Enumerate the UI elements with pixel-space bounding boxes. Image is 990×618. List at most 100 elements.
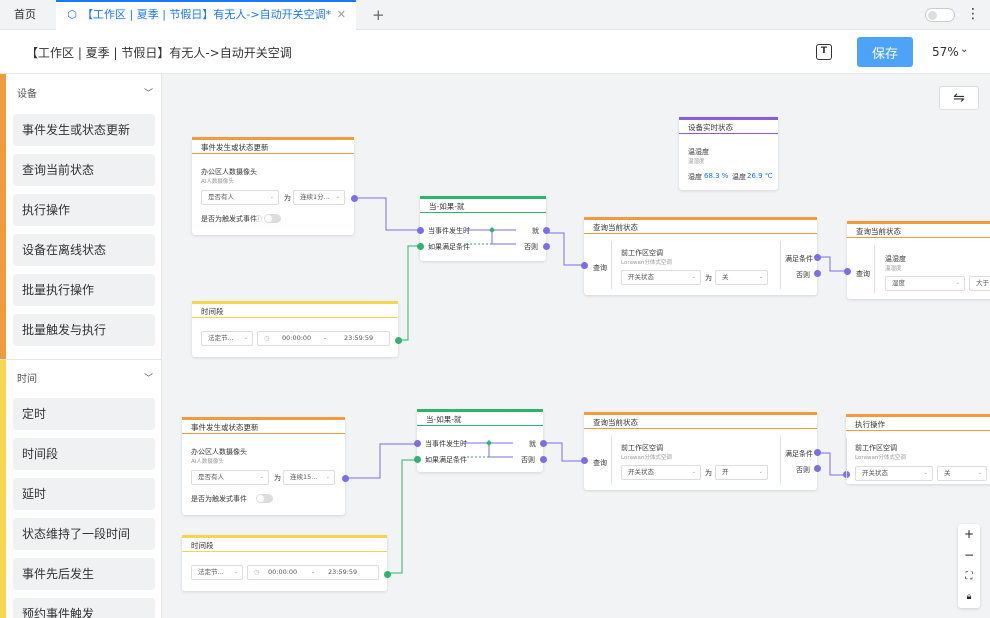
sidebar-item-execute[interactable]: 执行操作 bbox=[13, 194, 155, 226]
condition-select[interactable]: 是否有人⌄ bbox=[191, 470, 269, 485]
range-separator: - bbox=[312, 568, 315, 576]
condition-select[interactable]: 是否有人⌄ bbox=[201, 190, 279, 205]
output-port[interactable] bbox=[543, 227, 550, 234]
edge bbox=[387, 459, 417, 574]
chevron-down-icon[interactable]: ⌄ bbox=[960, 44, 969, 55]
state-select[interactable]: 开关状态⌄ bbox=[621, 465, 701, 480]
device-type: Lorawan分体式空调 bbox=[621, 260, 672, 266]
output-port[interactable] bbox=[342, 475, 349, 482]
chevron-down-icon: ⌄ bbox=[691, 469, 696, 475]
output-port[interactable] bbox=[814, 270, 821, 277]
input-port[interactable] bbox=[581, 262, 588, 269]
operator-label: 为 bbox=[705, 274, 712, 282]
event-node[interactable]: 事件发生或状态更新 办公区人数摄像头 AI人数摄像头 是否有人⌄ 为 连续15.… bbox=[182, 417, 349, 515]
start-time: 00:00:00 bbox=[268, 568, 298, 576]
time-range-input[interactable]: ◷ 00:00:00 - 23:59:59 bbox=[247, 565, 379, 580]
operator-select[interactable]: 大于 bbox=[969, 276, 990, 291]
input-port[interactable] bbox=[417, 243, 424, 250]
chevron-down-icon[interactable]: ﹀ bbox=[144, 374, 154, 384]
sidebar-item-batch-trigger[interactable]: 批量触发与执行 bbox=[13, 314, 155, 346]
tab-home[interactable]: 首页 bbox=[14, 8, 36, 21]
output-port[interactable] bbox=[351, 195, 358, 202]
time-range-input[interactable]: ◷ 00:00:00 - 23:59:59 bbox=[257, 331, 390, 346]
output-port[interactable] bbox=[814, 254, 821, 261]
close-icon[interactable]: ✕ bbox=[336, 8, 346, 21]
edge bbox=[398, 245, 420, 341]
add-tab-button[interactable]: + bbox=[372, 6, 385, 24]
text-format-icon[interactable]: T bbox=[816, 44, 832, 60]
sidebar-item-timerange[interactable]: 时间段 bbox=[13, 438, 155, 470]
lock-icon[interactable]: 🔒︎ bbox=[966, 592, 972, 602]
sidebar-item-timer[interactable]: 定时 bbox=[13, 398, 155, 430]
section-divider bbox=[0, 359, 161, 360]
zoom-out-button[interactable]: − bbox=[963, 548, 975, 562]
input-port[interactable] bbox=[414, 440, 421, 447]
chevron-down-icon[interactable]: ﹀ bbox=[144, 89, 154, 99]
input-port[interactable] bbox=[417, 227, 424, 234]
editor-header: 【工作区 | 夏季 | 节假日】有无人->自动开关空调 T 保存 57% ⌄ bbox=[0, 30, 990, 74]
logic-connector bbox=[466, 227, 516, 245]
input-port[interactable] bbox=[581, 457, 588, 464]
value-select[interactable]: 连续15...⌄ bbox=[283, 470, 335, 485]
input-label: 查询 bbox=[593, 264, 607, 272]
if-then-node[interactable]: 当-如果-就 当事件发生时 如果满足条件 就 否则 bbox=[414, 409, 547, 472]
if-then-node[interactable]: 当-如果-就 当事件发生时 如果满足条件 就 否则 bbox=[417, 196, 550, 261]
humidity-label: 湿度 bbox=[688, 173, 702, 181]
node-title: 时间段 bbox=[192, 301, 398, 318]
timerange-node[interactable]: 时间段 法定节...⌄ ◷ 00:00:00 - 23:59:59 bbox=[182, 535, 391, 591]
save-button[interactable]: 保存 bbox=[857, 37, 913, 67]
value-select[interactable]: 关⌄ bbox=[715, 270, 768, 285]
flow-canvas[interactable]: ⇋ 事件发生或状态更新 办公区人数摄像头 AI人数摄像头 是否有人⌄ 为 连续1… bbox=[162, 74, 990, 618]
event-node[interactable]: 事件发生或状态更新 办公区人数摄像头 AI人数摄像头 是否有人⌄ 为 连续1分.… bbox=[192, 137, 358, 235]
chevron-down-icon: ⌄ bbox=[325, 474, 330, 480]
state-select[interactable]: 湿度⌄ bbox=[885, 276, 965, 291]
trigger-toggle[interactable] bbox=[256, 494, 273, 503]
more-vertical-icon[interactable]: ⋮ bbox=[966, 6, 980, 22]
date-type-select[interactable]: 法定节...⌄ bbox=[191, 565, 243, 580]
output-port[interactable] bbox=[814, 465, 821, 472]
sidebar-item-state-duration[interactable]: 状态维持了一段时间 bbox=[13, 518, 155, 550]
state-select[interactable]: 开关状态⌄ bbox=[621, 270, 701, 285]
trigger-toggle[interactable] bbox=[264, 214, 281, 223]
output-port[interactable] bbox=[395, 337, 402, 344]
output-port[interactable] bbox=[384, 571, 391, 578]
state-select[interactable]: 开关状态⌄ bbox=[855, 466, 933, 481]
device-type: Lorawan分体式空调 bbox=[621, 455, 672, 461]
zoom-in-button[interactable]: + bbox=[963, 527, 975, 541]
output-port[interactable] bbox=[540, 456, 547, 463]
query-state-node[interactable]: 查询当前状态 查询 温湿度 温湿度 湿度⌄ 大于 bbox=[844, 221, 990, 299]
sidebar-item-delay[interactable]: 延时 bbox=[13, 478, 155, 510]
node-title: 事件发生或状态更新 bbox=[192, 137, 354, 154]
canvas-toolbar: + − ⛶ 🔒︎ bbox=[958, 524, 980, 608]
clock-icon: ◷ bbox=[254, 568, 260, 576]
swap-icon[interactable]: ⇋ bbox=[939, 86, 979, 110]
value-select[interactable]: 关⌄ bbox=[937, 466, 987, 481]
input-port[interactable] bbox=[414, 456, 421, 463]
query-state-node[interactable]: 查询当前状态 查询 前工作区空调 Lorawan分体式空调 开关状态⌄ 为 关⌄… bbox=[581, 217, 821, 295]
input-port[interactable] bbox=[844, 268, 851, 275]
output-port[interactable] bbox=[543, 243, 550, 250]
output-port[interactable] bbox=[540, 440, 547, 447]
zoom-level[interactable]: 57% bbox=[932, 45, 959, 59]
sidebar-item-online-state[interactable]: 设备在离线状态 bbox=[13, 234, 155, 266]
sidebar-item-batch-execute[interactable]: 批量执行操作 bbox=[13, 274, 155, 306]
sidebar-item-event-sequence[interactable]: 事件先后发生 bbox=[13, 558, 155, 590]
device-name: 前工作区空调 bbox=[621, 249, 663, 257]
device-name: 办公区人数摄像头 bbox=[191, 448, 247, 456]
realtime-status-node[interactable]: 设备实时状态 温湿度 温湿度 湿度 68.3 % 温度 26.9 ℃ bbox=[679, 117, 778, 190]
chevron-down-icon: ⌄ bbox=[269, 194, 274, 200]
value-select[interactable]: 连续1分...⌄ bbox=[293, 190, 345, 205]
fit-screen-icon[interactable]: ⛶ bbox=[965, 571, 973, 582]
sidebar-item-scheduled[interactable]: 预约事件触发 bbox=[13, 598, 155, 618]
query-state-node[interactable]: 查询当前状态 查询 前工作区空调 Lorawan分体式空调 开关状态⌄ 为 开⌄… bbox=[581, 412, 821, 490]
date-type-select[interactable]: 法定节...⌄ bbox=[201, 331, 253, 346]
output-port[interactable] bbox=[814, 449, 821, 456]
sidebar-item-event[interactable]: 事件发生或状态更新 bbox=[13, 114, 155, 146]
output-label-else: 否则 bbox=[521, 456, 535, 464]
tab-active-flow[interactable]: ⬡【工作区 | 夏季 | 节假日】有无人->自动开关空调* ✕ bbox=[56, 0, 356, 30]
timerange-node[interactable]: 时间段 法定节...⌄ ◷ 00:00:00 - 23:59:59 bbox=[192, 301, 402, 357]
sidebar-item-query-state[interactable]: 查询当前状态 bbox=[13, 154, 155, 186]
execute-node[interactable]: 执行操作 前工作区空调 Lorawan分体式空调 开关状态⌄ 关⌄ bbox=[843, 414, 990, 484]
value-select[interactable]: 开⌄ bbox=[715, 465, 768, 480]
theme-toggle[interactable] bbox=[925, 8, 955, 22]
